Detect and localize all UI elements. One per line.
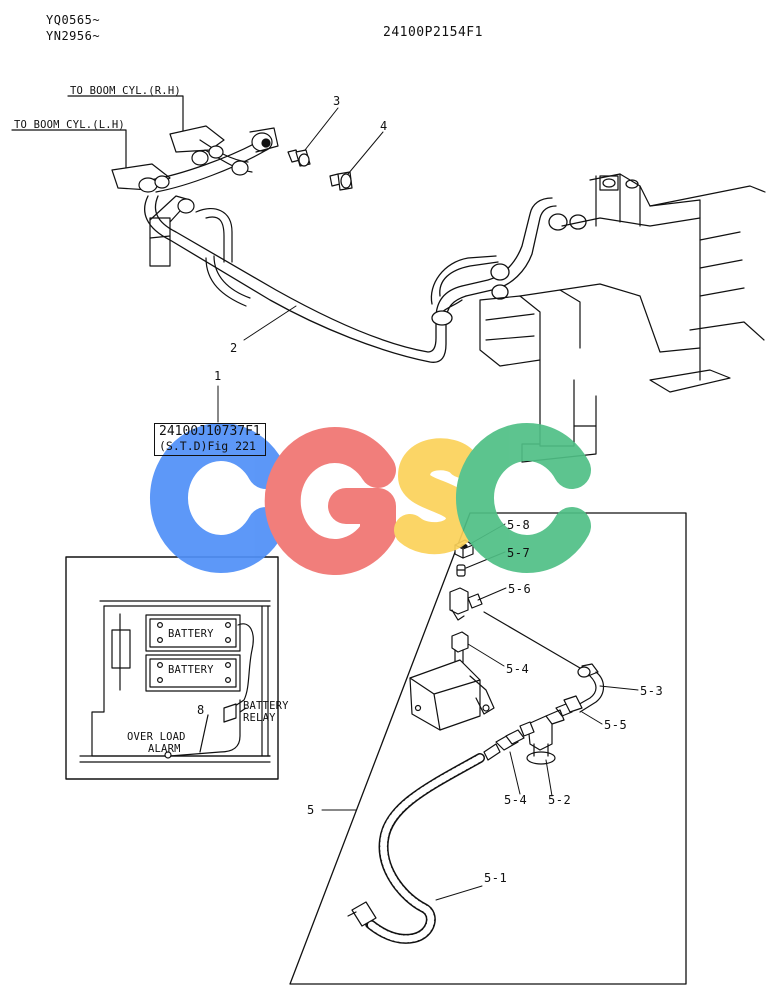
callout-5-3: 5-3 xyxy=(640,684,664,698)
callout-5-1: 5-1 xyxy=(484,871,508,885)
part-5-2-elbow xyxy=(519,709,565,765)
serial-range-1: YQ0565~ xyxy=(46,13,101,27)
over-load-label-2: ALARM xyxy=(148,743,181,755)
main-pipe xyxy=(144,195,587,363)
callout-1: 1 xyxy=(214,369,222,383)
detail-panel xyxy=(289,512,687,985)
drawing-number: 24100P2154F1 xyxy=(383,25,483,40)
battery-label-2: BATTERY xyxy=(168,664,214,676)
part-5-5-adapter xyxy=(555,695,583,717)
reference-part-number: 24100J10737F1 xyxy=(159,424,261,439)
watermark-letter-g xyxy=(264,427,396,575)
battery-relay-label-1: BATTERY xyxy=(243,700,289,712)
part-5-7-ring xyxy=(456,564,466,577)
part-5-1-hose xyxy=(347,753,485,944)
over-load-label-1: OVER LOAD xyxy=(127,731,186,743)
valve-block xyxy=(479,173,766,463)
callout-3: 3 xyxy=(333,94,341,108)
fitting-part-3 xyxy=(287,149,311,167)
fitting-part-4 xyxy=(329,171,353,191)
battery-relay-label-2: RELAY xyxy=(243,712,276,724)
callout-5-7: 5-7 xyxy=(507,546,531,560)
watermark-letter-c1 xyxy=(149,423,285,573)
reference-box: 24100J10737F1 (S.T.D)Fig 221 xyxy=(154,423,266,456)
callout-8: 8 xyxy=(197,703,205,717)
callout-5-4-upper: 5-4 xyxy=(506,662,530,676)
manifold-assembly xyxy=(111,125,279,307)
callout-5-6: 5-6 xyxy=(508,582,532,596)
callout-2: 2 xyxy=(230,341,238,355)
battery-inset xyxy=(65,556,279,780)
callout-5: 5 xyxy=(307,803,315,817)
note-to-boom-rh: TO BOOM CYL.(R.H) xyxy=(70,85,181,97)
part-5-6-tee xyxy=(449,587,581,669)
part-5-4-lower xyxy=(483,729,525,761)
boom-note-leaders xyxy=(11,95,184,169)
callout-5-5: 5-5 xyxy=(604,718,628,732)
battery-label-1: BATTERY xyxy=(168,628,214,640)
watermark-letter-c2 xyxy=(455,423,591,573)
reference-figure: (S.T.D)Fig 221 xyxy=(159,439,256,453)
pressure-switch-box xyxy=(409,659,495,731)
callout-5-2: 5-2 xyxy=(548,793,572,807)
note-to-boom-lh: TO BOOM CYL.(L.H) xyxy=(14,119,125,131)
callout-5-8: 5-8 xyxy=(507,518,531,532)
serial-range-2: YN2956~ xyxy=(46,29,101,43)
watermark-letter-s xyxy=(394,438,478,554)
callout-5-4-lower: 5-4 xyxy=(504,793,528,807)
callout-4: 4 xyxy=(380,119,388,133)
watermark xyxy=(149,423,591,575)
part-5-3-elbow xyxy=(575,663,605,713)
